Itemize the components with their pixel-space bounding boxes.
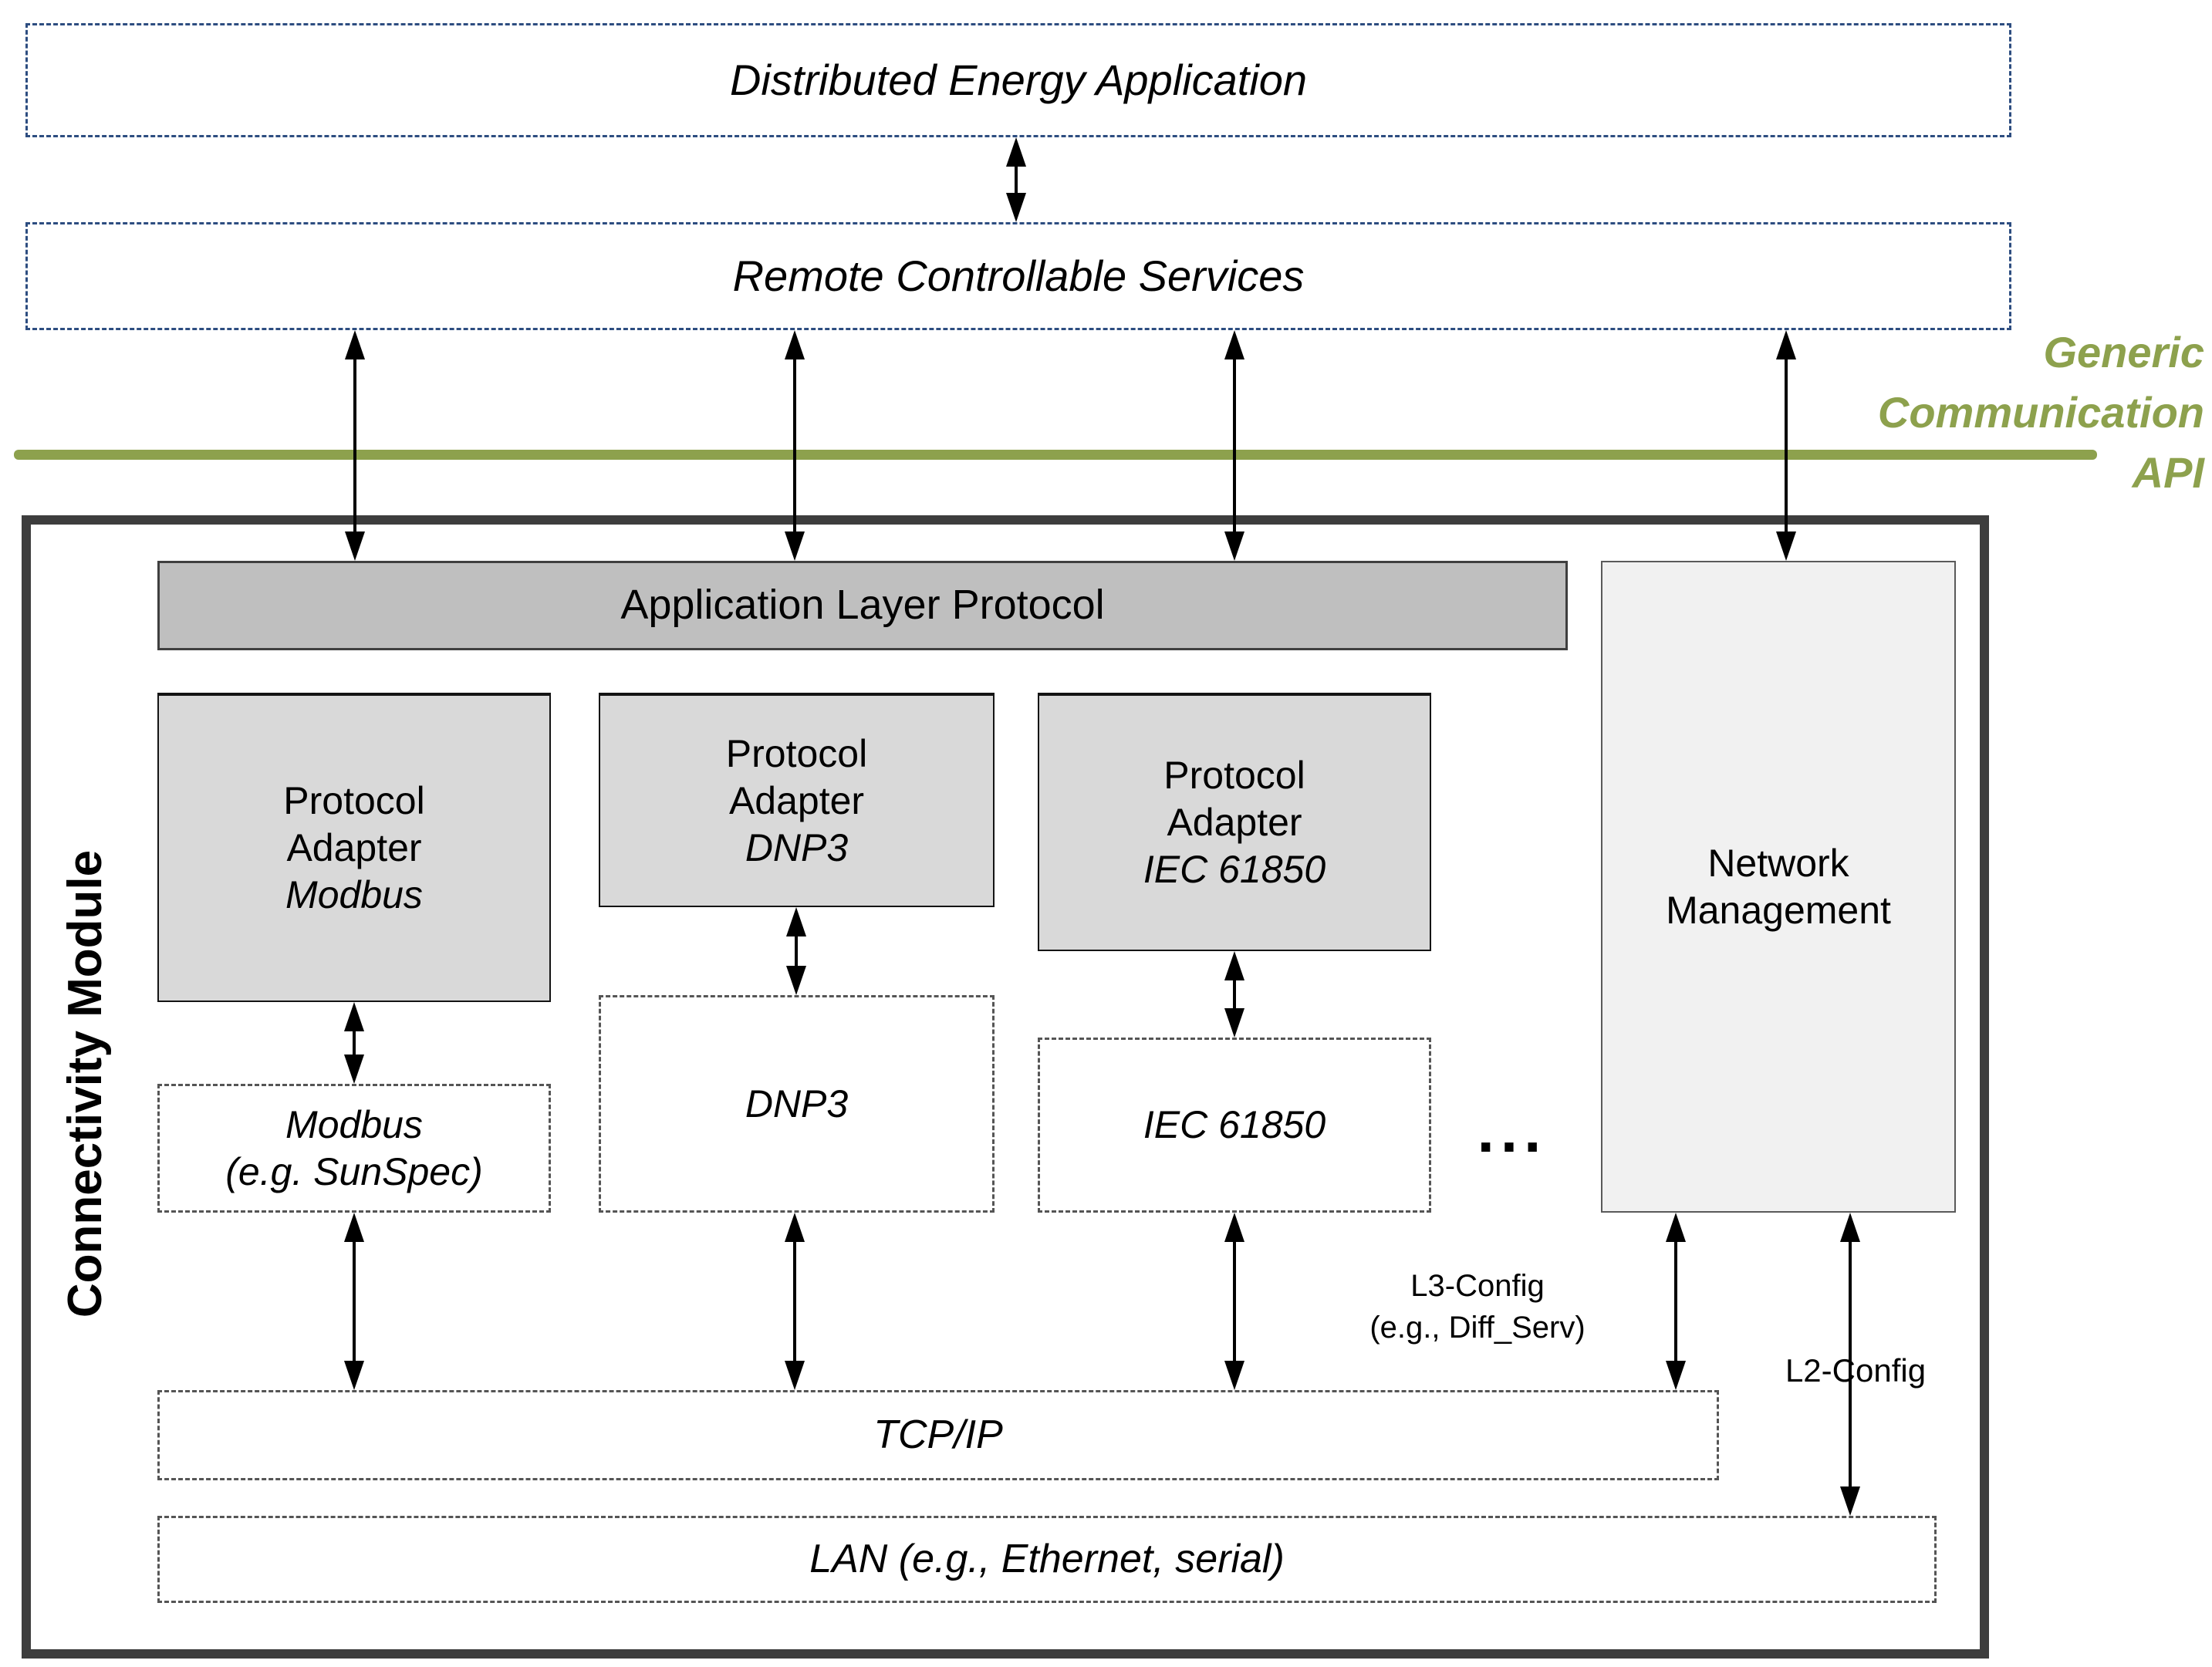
- stack-sublabel: (e.g. SunSpec): [225, 1149, 483, 1193]
- generic-api-line: [14, 450, 2097, 460]
- lan-label: LAN (e.g., Ethernet, serial): [809, 1536, 1285, 1581]
- l3-config-label: L3-Config (e.g., Diff_Serv): [1304, 1265, 1651, 1348]
- generic-api-label-line3: API: [2132, 448, 2204, 497]
- generic-api-label: Generic Communication API: [1878, 322, 2204, 503]
- stack-modbus-box: Modbus (e.g. SunSpec): [157, 1084, 551, 1213]
- connectivity-module-title: Connectivity Module: [58, 849, 112, 1318]
- stack-label: IEC 61850: [1143, 1103, 1326, 1146]
- application-layer-protocol-label: Application Layer Protocol: [620, 582, 1105, 629]
- adapter-label: Adapter: [728, 778, 865, 822]
- adapter-label: Protocol: [1163, 754, 1305, 797]
- adapter-protocol-label: IEC 61850: [1143, 848, 1326, 891]
- network-management-label-line2: Management: [1666, 888, 1891, 932]
- stack-iec61850-box: IEC 61850: [1038, 1038, 1431, 1213]
- tcp-ip-label: TCP/IP: [873, 1412, 1003, 1457]
- tcp-ip-box: TCP/IP: [157, 1390, 1719, 1480]
- protocol-adapter-modbus-box: Protocol Adapter Modbus: [157, 693, 551, 1002]
- distributed-energy-application-label: Distributed Energy Application: [729, 55, 1308, 104]
- distributed-energy-application-box: Distributed Energy Application: [25, 23, 2011, 137]
- remote-controllable-services-label: Remote Controllable Services: [732, 251, 1305, 300]
- application-layer-protocol-box: Application Layer Protocol: [157, 561, 1568, 650]
- protocol-adapter-dnp3-box: Protocol Adapter DNP3: [599, 693, 995, 907]
- adapter-protocol-label: Modbus: [285, 873, 423, 916]
- stack-label: DNP3: [745, 1082, 849, 1125]
- adapter-label: Adapter: [286, 826, 422, 869]
- remote-controllable-services-box: Remote Controllable Services: [25, 222, 2011, 330]
- more-protocols-ellipsis: ...: [1477, 1096, 1548, 1165]
- stack-label: Modbus: [285, 1102, 423, 1146]
- protocol-adapter-iec61850-box: Protocol Adapter IEC 61850: [1038, 693, 1431, 951]
- generic-api-label-line2: Communication: [1877, 388, 2204, 437]
- adapter-label: Protocol: [725, 731, 868, 775]
- adapter-label: Protocol: [283, 779, 425, 822]
- l3-config-line1: L3-Config: [1410, 1269, 1545, 1303]
- stack-dnp3-box: DNP3: [599, 995, 995, 1213]
- adapter-label: Adapter: [1167, 801, 1302, 844]
- l2-config-label: L2-Config: [1785, 1352, 1927, 1389]
- network-management-box: Network Management: [1601, 561, 1956, 1213]
- lan-box: LAN (e.g., Ethernet, serial): [157, 1516, 1937, 1603]
- generic-api-label-line1: Generic: [2043, 328, 2204, 376]
- l3-config-line2: (e.g., Diff_Serv): [1369, 1311, 1586, 1345]
- network-management-label-line1: Network: [1707, 841, 1849, 885]
- connectivity-module-frame: [22, 515, 1989, 1659]
- adapter-protocol-label: DNP3: [745, 825, 849, 869]
